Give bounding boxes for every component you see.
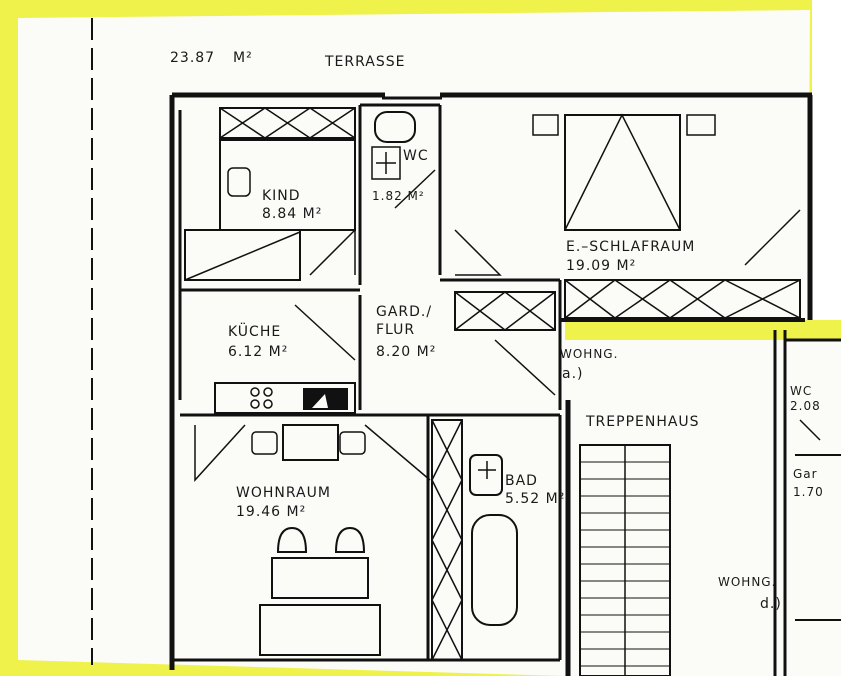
apartment-d-label: WOHNG.	[718, 575, 776, 589]
living-furniture	[251, 424, 381, 656]
neighbor-wc-name: WC	[790, 384, 812, 398]
room-schlafraum-name: E.–SCHLAFRAUM	[566, 239, 695, 255]
terrace-unit-label: M²	[233, 50, 253, 66]
neighbor-gard-name: Gar	[793, 467, 818, 481]
room-wc-area: 1.82 M²	[372, 189, 425, 203]
room-bad-name: BAD	[505, 473, 538, 489]
room-kind-area: 8.84 M²	[262, 206, 322, 222]
kitchen-counter	[214, 382, 356, 414]
room-kueche-area: 6.12 M²	[228, 344, 288, 360]
interior-walls	[172, 103, 841, 676]
room-kueche-name: KÜCHE	[228, 322, 281, 340]
terrace-name-label: TERRASSE	[324, 54, 405, 70]
room-kind-name: KIND	[262, 188, 301, 204]
room-flur-name-1: GARD./	[376, 304, 432, 320]
room-wohnraum-area: 19.46 M²	[236, 504, 306, 520]
wardrobe-schlafraum	[564, 279, 801, 319]
neighbor-gard-area: 1.70	[793, 485, 824, 499]
shelf-bad	[431, 419, 463, 661]
room-flur-name-2: FLUR	[376, 322, 415, 338]
wardrobe-kind	[219, 107, 356, 139]
paper-area	[18, 10, 810, 676]
room-wohnraum-name: WOHNRAUM	[236, 485, 331, 501]
room-schlafraum-area: 19.09 M²	[566, 258, 636, 274]
apartment-a-label: WOHNG.	[560, 347, 618, 361]
stairs	[579, 444, 671, 676]
terrace-area-label: 23.87	[170, 50, 215, 66]
room-treppenhaus-name: TREPPENHAUS	[585, 414, 700, 430]
bath-fixtures	[469, 454, 518, 626]
neighbor-wc-area: 2.08	[790, 399, 821, 413]
room-wc-name: WC	[403, 148, 429, 164]
room-bad-area: 5.52 M²	[505, 491, 565, 507]
outer-walls	[169, 92, 813, 670]
apartment-d-letter: d.)	[760, 596, 782, 612]
wardrobe-flur	[454, 291, 556, 331]
bed-kind	[184, 139, 356, 281]
apartment-a-letter: a.)	[562, 366, 584, 382]
door-swings	[194, 209, 821, 482]
paper-edge	[812, 0, 841, 320]
wc-fixtures	[371, 111, 436, 209]
bed-schlafraum	[532, 113, 716, 231]
room-flur-area: 8.20 M²	[376, 344, 436, 360]
